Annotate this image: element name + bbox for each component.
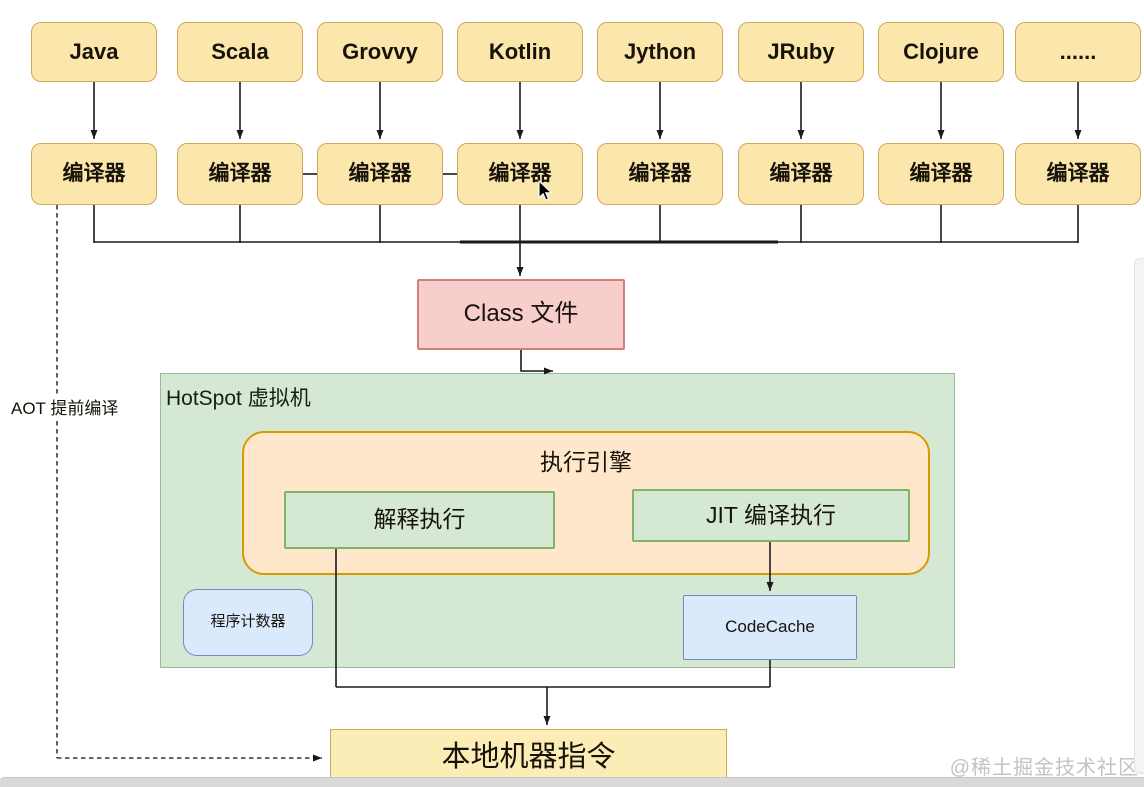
node-code-cache: CodeCache xyxy=(683,595,857,660)
node-language-clojure: Clojure xyxy=(878,22,1004,82)
vertical-scrollbar[interactable] xyxy=(1134,258,1144,774)
node-language-java: Java xyxy=(31,22,157,82)
node-interpreter: 解释执行 xyxy=(284,491,555,549)
aot-compile-label: AOT 提前编译 xyxy=(8,394,122,419)
node-compiler-java: 编译器 xyxy=(31,143,157,205)
node-language-kotlin: Kotlin xyxy=(457,22,583,82)
execution-engine-title: 执行引擎 xyxy=(540,449,632,475)
mouse-cursor-icon xyxy=(538,180,553,201)
node-compiler-grovvy: 编译器 xyxy=(317,143,443,205)
horizontal-scrollbar[interactable] xyxy=(0,777,1144,787)
watermark: @稀土掘金技术社区 xyxy=(949,757,1139,779)
node-language-jruby: JRuby xyxy=(738,22,864,82)
node-language-scala: Scala xyxy=(177,22,303,82)
node-compiler-jruby: 编译器 xyxy=(738,143,864,205)
hotspot-vm-title: HotSpot 虚拟机 xyxy=(166,387,311,410)
node-compiler-kotlin: 编译器 xyxy=(457,143,583,205)
node-language-grovvy: Grovvy xyxy=(317,22,443,82)
node-compiler-others: 编译器 xyxy=(1015,143,1141,205)
node-language-jython: Jython xyxy=(597,22,723,82)
node-compiler-clojure: 编译器 xyxy=(878,143,1004,205)
node-jit-execution: JIT 编译执行 xyxy=(632,489,910,542)
node-compiler-scala: 编译器 xyxy=(177,143,303,205)
node-compiler-jython: 编译器 xyxy=(597,143,723,205)
node-language-others: ...... xyxy=(1015,22,1141,82)
node-class-file: Class 文件 xyxy=(417,279,625,350)
node-pc-register: 程序计数器 xyxy=(183,589,313,656)
